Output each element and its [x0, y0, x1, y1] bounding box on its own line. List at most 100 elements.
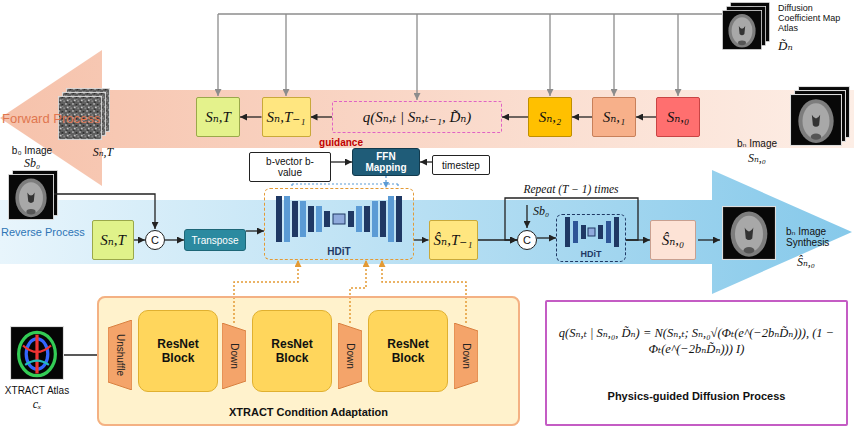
- math-symbol: Sₙ,T: [93, 145, 114, 160]
- atlas-wire: [416, 14, 417, 100]
- brain-image: [8, 174, 53, 219]
- image-caption: bₙ Image: [737, 138, 777, 149]
- connector: [134, 239, 145, 240]
- formula-panel: q(Sₙ,ₜ | Sₙ,₀, D̃ₙ) = N(Sₙ,ₜ; Sₙ,₀√(Φₜ(e…: [545, 300, 848, 426]
- unet-bar: [276, 196, 282, 242]
- unshuffle-block: Unshuffle: [108, 320, 132, 390]
- hdit-block: HDiT: [556, 214, 626, 262]
- math-symbol: Sₙ,₀: [748, 151, 766, 166]
- node-label: Ŝₙ,₀: [662, 231, 685, 249]
- node-label: HDiT: [581, 249, 602, 259]
- unet-bottleneck: [588, 228, 595, 236]
- state-box: Sₙ,₂: [528, 97, 572, 137]
- unet-bar: [614, 217, 619, 247]
- unet-bar: [573, 221, 578, 243]
- node-label: Sₙ,T: [205, 108, 231, 126]
- tract-atlas-image: [11, 327, 64, 380]
- connector: [537, 237, 556, 238]
- math-symbol: D̃ₙ: [778, 38, 793, 54]
- math-symbol: Sb₀: [533, 204, 549, 219]
- trapezoid-outline: [338, 323, 362, 389]
- connector: [165, 239, 184, 240]
- connector: [246, 230, 264, 231]
- image-caption: XTRACT Atlas: [5, 385, 69, 396]
- concat-circle: C: [145, 230, 165, 250]
- trapezoid-outline: [108, 320, 132, 390]
- math-symbol: cₓ: [33, 397, 42, 412]
- state-box: Sₙ,T: [196, 97, 240, 137]
- node-label: C: [151, 234, 159, 246]
- unet-bar: [324, 211, 330, 227]
- state-box: Sₙ,T₋₁: [262, 97, 311, 137]
- unet-bar: [388, 196, 394, 242]
- unet-bar: [598, 225, 603, 239]
- node-label: ResNet Block: [148, 337, 208, 365]
- node-label: Sₙ,T₋₁: [267, 108, 306, 126]
- node-label: Unshuffle: [115, 334, 126, 376]
- edge-label: Repeat (T − 1) times: [523, 183, 618, 195]
- output-wire: [698, 239, 720, 240]
- connector: [311, 116, 333, 117]
- node-label: Transpose: [192, 235, 239, 246]
- unet-bar: [372, 201, 378, 237]
- trapezoid-outline: [454, 323, 478, 389]
- transition-box: q(Sₙ,ₜ | Sₙ,ₜ₋₁, D̃ₙ): [332, 101, 502, 133]
- unet-bar: [284, 196, 290, 242]
- connector: [240, 116, 262, 117]
- connector: [572, 116, 592, 117]
- hdit-block: HDiT: [264, 188, 414, 260]
- down-block: Down: [454, 323, 478, 389]
- mapping-box: FFN Mapping: [352, 148, 420, 176]
- forward-process-arrow: [0, 50, 854, 186]
- node-label: Down: [229, 343, 240, 369]
- unet-bar: [356, 206, 362, 232]
- math-symbol: Ŝₙ,₀: [797, 255, 815, 270]
- atlas-wire: [217, 14, 218, 96]
- unet-bar: [565, 217, 570, 247]
- input-box: timestep: [432, 155, 490, 175]
- unet-bar: [581, 225, 586, 239]
- state-box: Sₙ,₁: [592, 97, 636, 137]
- panel-title: Physics-guided Diffusion Process: [608, 390, 786, 402]
- node-label: Sₙ,T: [100, 231, 126, 249]
- connector: [414, 239, 429, 240]
- image-caption: b₀ Image: [12, 145, 52, 156]
- connector: [331, 161, 352, 162]
- state-box: Sₙ,₀: [656, 97, 700, 137]
- node-label: q(Sₙ,ₜ | Sₙ,ₜ₋₁, D̃ₙ): [363, 108, 472, 126]
- node-label: XTRACT Condition Adaptation: [229, 406, 388, 418]
- unet-bar: [380, 201, 386, 237]
- node-label: ResNet Block: [262, 337, 322, 365]
- unet-bar: [316, 206, 322, 232]
- atlas-wire: [549, 14, 550, 96]
- node-label: Down: [461, 343, 472, 369]
- process-title: Forward Process: [2, 111, 100, 126]
- skip-input-wire: [526, 205, 527, 228]
- image-caption: bₙ Image Synthesis: [786, 226, 850, 248]
- atlas-wire: [677, 14, 678, 96]
- connector: [502, 116, 528, 117]
- unet-bar: [606, 221, 611, 243]
- atlas-caption: Diffusion Coefficient Map Atlas: [778, 3, 852, 33]
- unet-bar: [396, 196, 402, 242]
- reverse-process-arrow: [0, 170, 852, 294]
- unet-bar: [348, 211, 354, 227]
- transpose-box: Transpose: [184, 229, 246, 251]
- atlas-image: [722, 10, 761, 49]
- brain-image: [723, 207, 776, 260]
- resnet-block: ResNet Block: [138, 310, 218, 392]
- unet-bar: [364, 206, 370, 232]
- node-label: C: [523, 234, 531, 246]
- node-label: HDiT: [327, 246, 350, 257]
- concat-circle: C: [517, 230, 537, 250]
- unet-bar: [292, 201, 298, 237]
- unet-bar: [300, 201, 306, 237]
- formula-text: q(Sₙ,ₜ | Sₙ,₀, D̃ₙ) = N(Sₙ,ₜ; Sₙ,₀√(Φₜ(e…: [551, 325, 842, 357]
- adaptation-panel-fill: [97, 296, 520, 426]
- adaptation-panel: XTRACT Condition Adaptation Unshuffle ResN…: [97, 296, 520, 426]
- node-label: Sₙ,₀: [667, 108, 690, 126]
- atlas-wire: [285, 14, 286, 96]
- connector: [385, 176, 386, 188]
- input-box: b-vector b-value: [249, 152, 331, 182]
